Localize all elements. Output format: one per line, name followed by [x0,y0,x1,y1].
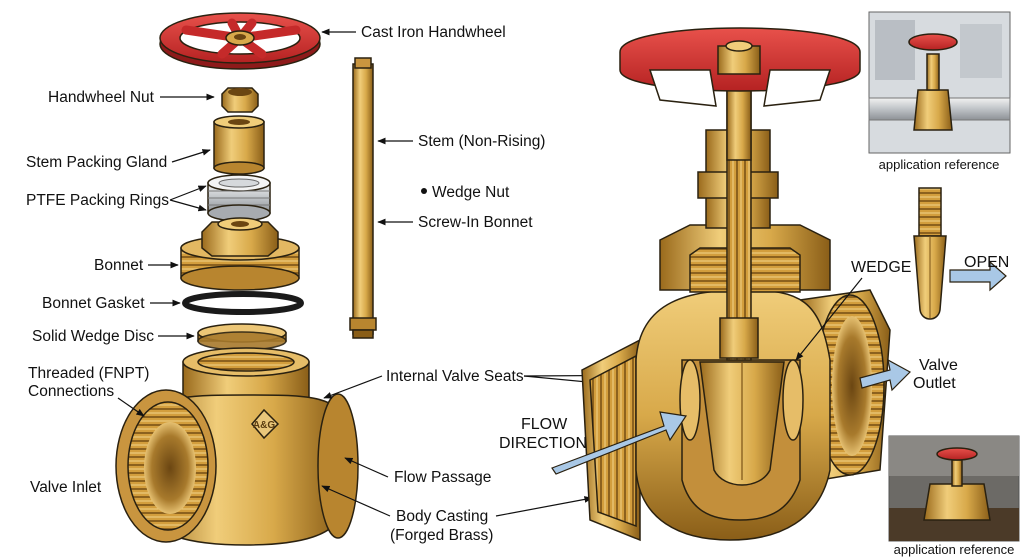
application-reference-bottom: application reference [888,435,1020,557]
flow-arrows [551,260,1007,475]
label-wedge: WEDGE [851,259,911,276]
label-ptfe-packing-rings: PTFE Packing Rings [26,192,169,209]
valve-body-exploded: A&G [115,347,359,546]
label-screw-in-bonnet: Screw-In Bonnet [418,214,533,231]
label-body-casting-2: (Forged Brass) [390,527,493,544]
right-callouts: FLOW DIRECTION WEDGE OPEN Valve Outlet [499,254,1009,452]
label-flow-direction-2: DIRECTION [499,435,587,452]
handwheel [159,12,321,70]
label-valve-inlet: Valve Inlet [30,479,102,496]
wedge-detail [913,187,947,320]
label-bonnet-gasket: Bonnet Gasket [42,295,145,312]
application-reference-top: application reference [868,11,1011,172]
label-internal-valve-seats: Internal Valve Seats [386,368,524,385]
ptfe-packing-rings [207,174,271,222]
label-body-casting-1: Body Casting [396,508,488,525]
label-wedge-nut: Wedge Nut [432,184,510,201]
stem-packing-gland [213,115,265,175]
label-stem-packing-gland: Stem Packing Gland [26,154,167,171]
label-threaded-connections-2: Connections [28,383,114,400]
label-handwheel-nut: Handwheel Nut [48,89,155,106]
bonnet [180,217,300,291]
label-valve-outlet-1: Valve [919,357,958,374]
label-threaded-connections-1: Threaded (FNPT) [28,365,149,382]
solid-wedge-disc [197,323,287,351]
label-open: OPEN [964,254,1009,271]
bonnet-gasket [182,291,304,315]
label-flow-passage: Flow Passage [394,469,491,486]
label-handwheel: Cast Iron Handwheel [361,24,506,41]
body-marking: A&G [253,420,275,431]
left-callouts: Cast Iron Handwheel Handwheel Nut Stem P… [26,24,691,544]
stem [349,57,377,339]
label-stem: Stem (Non-Rising) [418,133,545,150]
valve-cutaway [581,27,891,542]
label-application-reference-bottom: application reference [894,542,1015,557]
label-solid-wedge-disc: Solid Wedge Disc [32,328,154,345]
label-valve-outlet-2: Outlet [913,375,956,392]
handwheel-nut [221,87,259,113]
label-application-reference-top: application reference [879,157,1000,172]
label-bonnet: Bonnet [94,257,144,274]
label-flow-direction-1: FLOW [521,416,568,433]
